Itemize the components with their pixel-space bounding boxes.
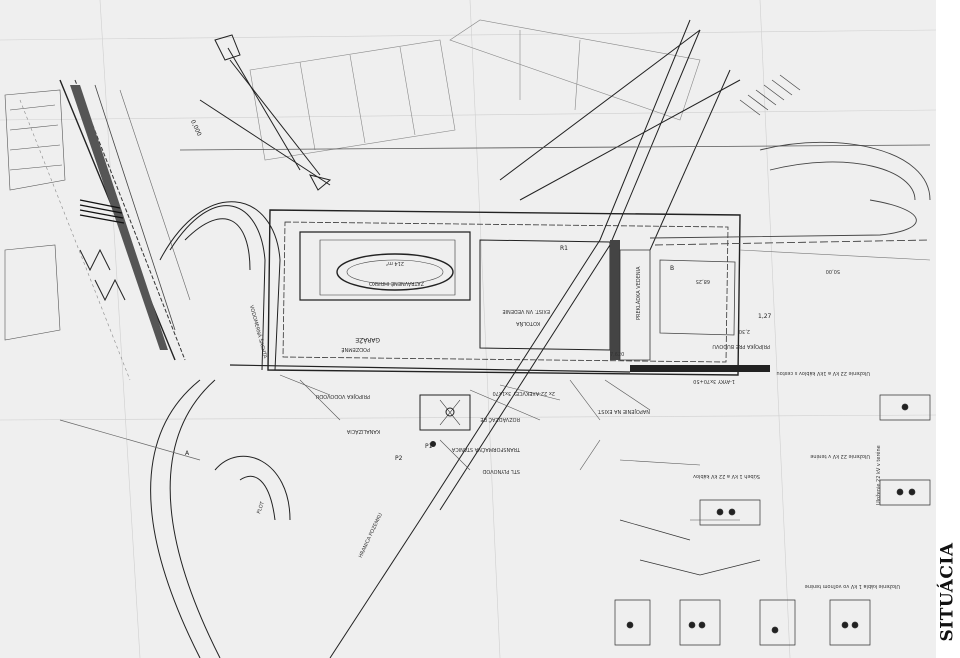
label-dim-4: 2,30 [739, 328, 750, 334]
label-node-b: B [670, 265, 674, 272]
label-water-conn: PRIPOJKA VODOVODU [315, 393, 370, 399]
north-arrow [214, 34, 332, 191]
parking-area [249, 19, 701, 161]
right-parking-marks [739, 74, 801, 116]
leader-lines [279, 374, 740, 521]
label-node-a: A [185, 450, 190, 457]
label-node-p2: P2 [395, 455, 403, 462]
label-sewer: KANALIZÁCIA [346, 428, 380, 435]
side-title-strip: SITUÁCIA [936, 0, 960, 658]
label-court: ZATRÁVNENÉ IHRISKO [369, 280, 424, 288]
side-title: SITUÁCIA [938, 542, 959, 642]
site-plan-svg: GARÁŽE PODZEMNÉ 214 m² ZATRÁVNENÉ IHRISK… [0, 0, 936, 658]
label-legend-22kv: Uloženie 22 kV v teréne [875, 445, 882, 505]
label-connect-existing: NAPOJENIE NA EXIST. [597, 408, 650, 414]
label-fence: PLOT [256, 500, 266, 515]
label-node-r1: R1 [560, 245, 568, 252]
cable-routes [179, 19, 931, 658]
label-gas: STL PLYNOVOD [482, 468, 520, 474]
label-connection-cable: 1-AYKY 3x70+50 [693, 378, 735, 384]
left-hatching [4, 89, 66, 341]
label-connection: PRÍPOJKA PRE BUDOVU [712, 343, 770, 350]
label-dim-2: 68,25 [696, 278, 710, 284]
label-station: TRANSFORMAČNÁ STANICA [451, 446, 521, 453]
label-rerouting: PREKLÁDKA VEDENIA [635, 266, 642, 320]
label-dim-5: 1,27 [758, 313, 772, 320]
main-building [229, 209, 770, 376]
label-garage-sub: PODZEMNÉ [341, 346, 370, 354]
label-legend-1kv: Uloženie kábla 1 kV vo voľnom teréne [805, 583, 900, 590]
right-road [649, 141, 931, 261]
label-dim-1: 50,00 [826, 268, 840, 274]
grid-lines [0, 0, 936, 658]
cable-sections [614, 394, 931, 646]
label-room: KOTOLŇA [516, 320, 540, 327]
label-cable-spec: 2x 22-AXEKVCEY 3x1x70 [493, 390, 555, 396]
label-road-22kv: Uloženie 22 kV v teréne [810, 453, 870, 460]
label-garage: GARÁŽE [355, 336, 380, 344]
label-node-p1: P1 [425, 443, 433, 450]
transformer-station [419, 394, 471, 447]
access-road [59, 201, 291, 658]
site-plan-drawing: GARÁŽE PODZEMNÉ 214 m² ZATRÁVNENÉ IHRISK… [0, 0, 936, 658]
label-existing-hv: EXIST. VN VEDENIE [502, 308, 550, 314]
left-road [19, 79, 191, 381]
label-switchboard: ROZVÁDZAČ RE [480, 416, 520, 423]
label-road-22kv-1kv: Uloženie 22 kV a 1kV káblov s cestou [777, 370, 870, 377]
sports-court [336, 253, 454, 291]
label-dim-3: 7,620 [610, 352, 624, 358]
label-court-area: 214 m² [386, 260, 404, 266]
label-crossing: Súbeh 1 kV a 22 kV káblov [693, 473, 760, 480]
